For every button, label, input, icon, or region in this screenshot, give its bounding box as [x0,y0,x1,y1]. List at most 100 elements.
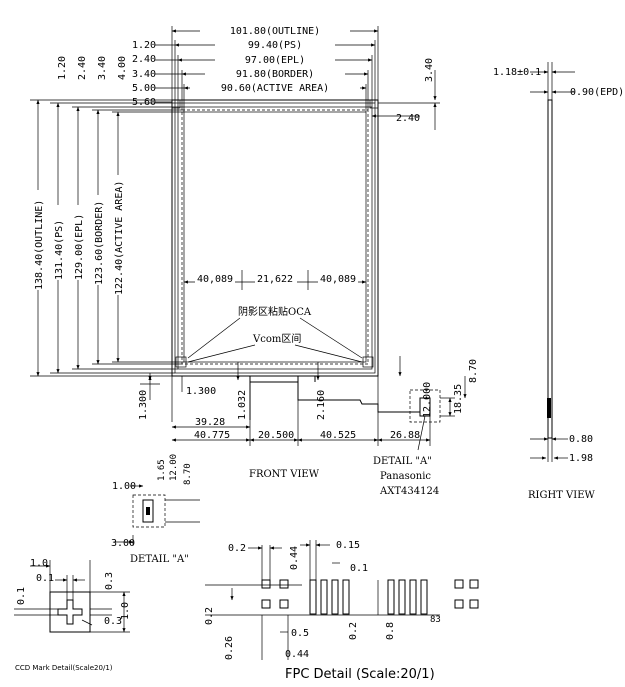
dim-row2-b: 20.500 [258,430,294,441]
fpc-pad-4 [279,599,289,609]
detail-callout-title: DETAIL "A" [373,456,432,467]
detail-a-circle [409,389,441,423]
fpc-finger-5 [387,579,395,615]
corner-mark-tr [369,99,379,109]
fpc-outline [249,382,420,420]
dim-fpc-offset: 1.032 [237,390,248,420]
panel-border [181,109,369,365]
right-dim-bottom-2: 1.98 [569,453,593,464]
dim-outline-width: 101.80(OUTLINE) [230,26,320,37]
right-dim-top: 3.40 [424,58,435,82]
ccd-dim-6: 0.3 [104,616,122,627]
right-dim-epd: 0.90(EPD) [570,87,624,98]
dim-conn-top: 8.70 [468,359,479,383]
dim-fpc-height: 2.160 [316,390,327,420]
fpc-finger-1 [309,579,317,615]
right-view-label: RIGHT VIEW [528,490,596,501]
detail-a-connector [142,499,154,523]
right-dim-bottom-1: 0.80 [569,434,593,445]
vdim-offset-3: 3.40 [97,56,108,80]
fpc-pad-5 [454,579,464,589]
detail-a: 1.00 1.65 12.00 8.70 3.00 DETAIL "A" [111,454,200,565]
panel-active-area [183,111,367,363]
dim-active-width: 90.60(ACTIVE AREA) [221,83,329,94]
front-view: 101.80(OUTLINE) 99.40(PS) 97.00(EPL) 91.… [30,25,479,497]
inner-dim-center: 21,622 [257,274,293,285]
fpc-dim-1: 0.2 [228,543,246,554]
fpc-dim-9: 0.2 [348,622,359,640]
detail-a-frame [132,494,166,528]
ccd-cross-icon [57,599,83,625]
ccd-dim-1: 1.0 [30,558,48,569]
fpc-base [249,375,299,383]
fpc-pin-label: 83 [430,615,441,625]
dim-left-gap: 1.300 [186,386,216,397]
dim-conn-h2: 18.35 [453,384,464,414]
ccd-dim-3: 0.3 [104,572,115,590]
inner-dim-right: 40,089 [320,274,356,285]
detail-callout-brand: Panasonic [380,471,431,482]
dim-row2-d: 26.88 [390,430,420,441]
dim-offset-2: 2.40 [132,54,156,65]
detail-a-dim-4: 8.70 [183,463,193,485]
detail-a-label: DETAIL "A" [130,554,189,565]
vdim-offset-1: 1.20 [57,56,68,80]
fpc-dim-6: 0.26 [224,636,235,660]
detail-a-dim-3: 12.00 [169,454,179,481]
fpc-detail: 0.2 0.44 0.15 0.1 0.2 0.26 0.5 0.44 0.2 … [204,540,479,682]
detail-a-dim-1: 1.00 [112,481,136,492]
fpc-pad-2 [279,579,289,589]
fpc-dim-5: 0.2 [204,607,215,625]
fpc-dim-10: 0.8 [385,622,396,640]
dim-conn-h1: 12.000 [422,382,433,418]
dim-row2-c: 40.525 [320,430,356,441]
dim-row2-a: 40.775 [194,430,230,441]
vdim-offset-4: 4.00 [117,56,128,80]
vdim-offset-2: 2.40 [77,56,88,80]
note-oca: 阴影区粘贴OCA [238,305,312,318]
panel-ps [174,102,376,374]
note-vcom: Vcom区间 [252,332,301,345]
fpc-dim-8: 0.44 [285,649,309,660]
right-view-body [547,99,553,439]
corner-mark-tl [171,99,181,109]
vdim-outline: 138.40(OUTLINE) [34,200,45,290]
right-dim-side: 2.40 [396,113,420,124]
fpc-dim-4: 0.1 [350,563,368,574]
detail-callout-part: AXT434124 [379,486,439,497]
fpc-detail-label: FPC Detail (Scale:20/1) [285,667,435,682]
ccd-dim-4: 0.1 [16,587,27,605]
ccd-dim-5: 1.0 [120,602,131,620]
ccd-mark-detail: 1.0 0.1 0.3 0.1 1.0 0.3 CCD Mark Detail(… [14,558,131,672]
ccd-mark-frame [49,591,91,633]
right-dim-thickness: 1.18±0.1 [493,67,541,78]
right-view: 1.18±0.1 0.90(EPD) 0.80 1.98 RIGHT VIEW [493,62,624,501]
detail-a-dim-5: 3.00 [111,538,135,549]
vdim-border: 123.60(BORDER) [94,201,105,285]
ccd-dim-2: 0.1 [36,573,54,584]
panel-epl [177,106,373,370]
right-view-connector [547,398,551,418]
dim-ps-width: 99.40(PS) [248,40,302,51]
fpc-dim-3: 0.15 [336,540,360,551]
fpc-dim-2: 0.44 [289,546,300,570]
dim-epl-width: 97.00(EPL) [245,55,305,66]
fpc-dim-7: 0.5 [291,628,309,639]
fpc-pad-1 [261,579,271,589]
dim-offset-4: 5.00 [132,83,156,94]
dim-left-vert: 1.300 [138,390,149,420]
detail-a-dim-2: 1.65 [157,459,167,481]
dim-row1-left: 39.28 [195,417,225,428]
fpc-pad-3 [261,599,271,609]
oca-pad-right [362,356,374,368]
vdim-active: 122.40(ACTIVE AREA) [114,181,125,295]
vdim-ps: 131.40(PS) [54,220,65,280]
dim-offset-5: 5.60 [132,97,156,108]
dim-offset-1: 1.20 [132,40,156,51]
ccd-mark-label: CCD Mark Detail(Scale20/1) [15,664,113,672]
dim-border-width: 91.80(BORDER) [236,69,314,80]
front-view-label: FRONT VIEW [249,469,320,480]
dim-offset-3: 3.40 [132,69,156,80]
vdim-epl: 129.00(EPL) [74,214,85,280]
